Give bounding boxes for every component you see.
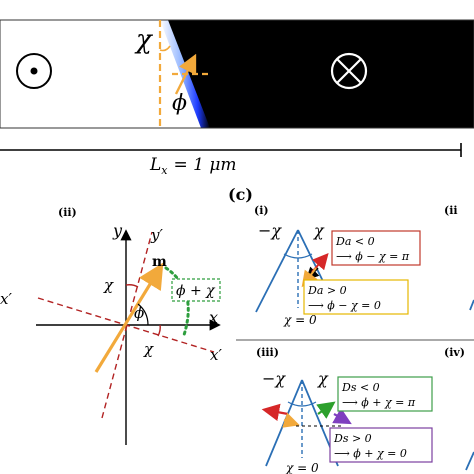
wall-left-line — [255, 229, 299, 313]
chi-zero-label: χ = 0 — [285, 461, 319, 474]
da-negative-box — [331, 230, 421, 266]
y-prime-label: y′ — [150, 226, 163, 244]
panel-ii-label: (ii) — [58, 206, 77, 219]
chi-arc — [283, 253, 313, 259]
ds-negative-line1: Ds < 0 — [341, 381, 380, 394]
phi-plus-chi-label: ϕ + χ — [176, 283, 216, 299]
ds-negative-box — [337, 376, 433, 412]
panel-c-label: (c) — [228, 185, 253, 204]
da-positive-line1: Da > 0 — [307, 284, 347, 297]
da-positive-box — [303, 279, 409, 315]
chi-arc — [159, 45, 171, 52]
phi-label: ϕ — [172, 91, 187, 116]
phi-arc — [187, 63, 195, 75]
phi-plus-chi-box — [171, 278, 221, 302]
da-positive-line2: ⟶ ϕ − χ = 0 — [308, 299, 381, 312]
chi-label: χ — [313, 221, 325, 240]
subpanel-iv-label: (iv) — [444, 346, 465, 359]
magnetization-arrow — [174, 53, 197, 95]
length-scale-bar: Lx= 1 μm — [0, 143, 462, 177]
x-prime-left-label: x′ — [0, 290, 12, 308]
domain-wall-panel: χ ϕ — [0, 19, 474, 130]
subpanel-ii-edge-line — [469, 299, 474, 311]
ds-positive-line2: ⟶ ϕ + χ = 0 — [334, 447, 407, 460]
green-arrow — [316, 401, 336, 419]
length-label: Lx= 1 μm — [149, 155, 237, 177]
black-domain — [163, 20, 474, 128]
into-plane-cross-icon — [330, 52, 368, 90]
m-label: m — [152, 254, 167, 270]
wall-left-line — [265, 379, 303, 467]
subpanel-i: (i) −χ χ Da < 0 ⟶ ϕ − χ = π Da > 0 ⟶ ϕ −… — [254, 204, 421, 327]
chi-label: χ — [317, 369, 329, 388]
da-negative-line2: ⟶ ϕ − χ = π — [336, 250, 410, 263]
out-of-plane-dot-icon — [16, 53, 52, 89]
subpanel-i-label: (i) — [254, 204, 269, 217]
subpanel-iii: (iii) −χ χ Ds < 0 ⟶ ϕ + χ = π Ds > 0 ⟶ ϕ… — [256, 346, 433, 474]
phi-label: ϕ — [134, 304, 144, 322]
purple-arrow — [332, 407, 352, 425]
subpanel-ii-label: (ii — [444, 204, 458, 217]
x-axis-label: x — [209, 308, 218, 327]
chi-arc — [287, 401, 317, 407]
ds-positive-box — [329, 427, 433, 463]
chi-label: χ — [134, 25, 154, 55]
chi-arc-lower — [157, 324, 161, 337]
da-negative-line1: Da < 0 — [335, 235, 375, 248]
chi-label-lower: χ — [143, 340, 154, 358]
panel-ii-coordinates: (ii) x y y′ x′ x′ m χ χ ϕ ϕ + χ — [0, 206, 222, 445]
orange-arrow — [282, 412, 300, 428]
ds-positive-line1: Ds > 0 — [333, 432, 372, 445]
phi-arc — [137, 303, 149, 326]
chi-zero-label: χ = 0 — [283, 313, 317, 327]
m-vector — [94, 262, 164, 373]
y-axis-label: y — [112, 221, 123, 240]
subpanel-iv-edge-line — [465, 451, 474, 471]
ds-negative-line2: ⟶ ϕ + χ = π — [342, 396, 416, 409]
minus-chi-label: −χ — [258, 221, 282, 240]
red-arrow — [261, 403, 289, 422]
minus-chi-label: −χ — [262, 369, 286, 388]
panel-c: (c) (i) −χ χ Da < 0 ⟶ ϕ − χ = π Da > 0 ⟶… — [228, 185, 474, 474]
chi-arc-upper — [125, 284, 139, 288]
subpanel-iii-label: (iii) — [256, 346, 279, 359]
x-prime-label: x′ — [210, 346, 222, 364]
chi-label-upper: χ — [103, 276, 114, 294]
